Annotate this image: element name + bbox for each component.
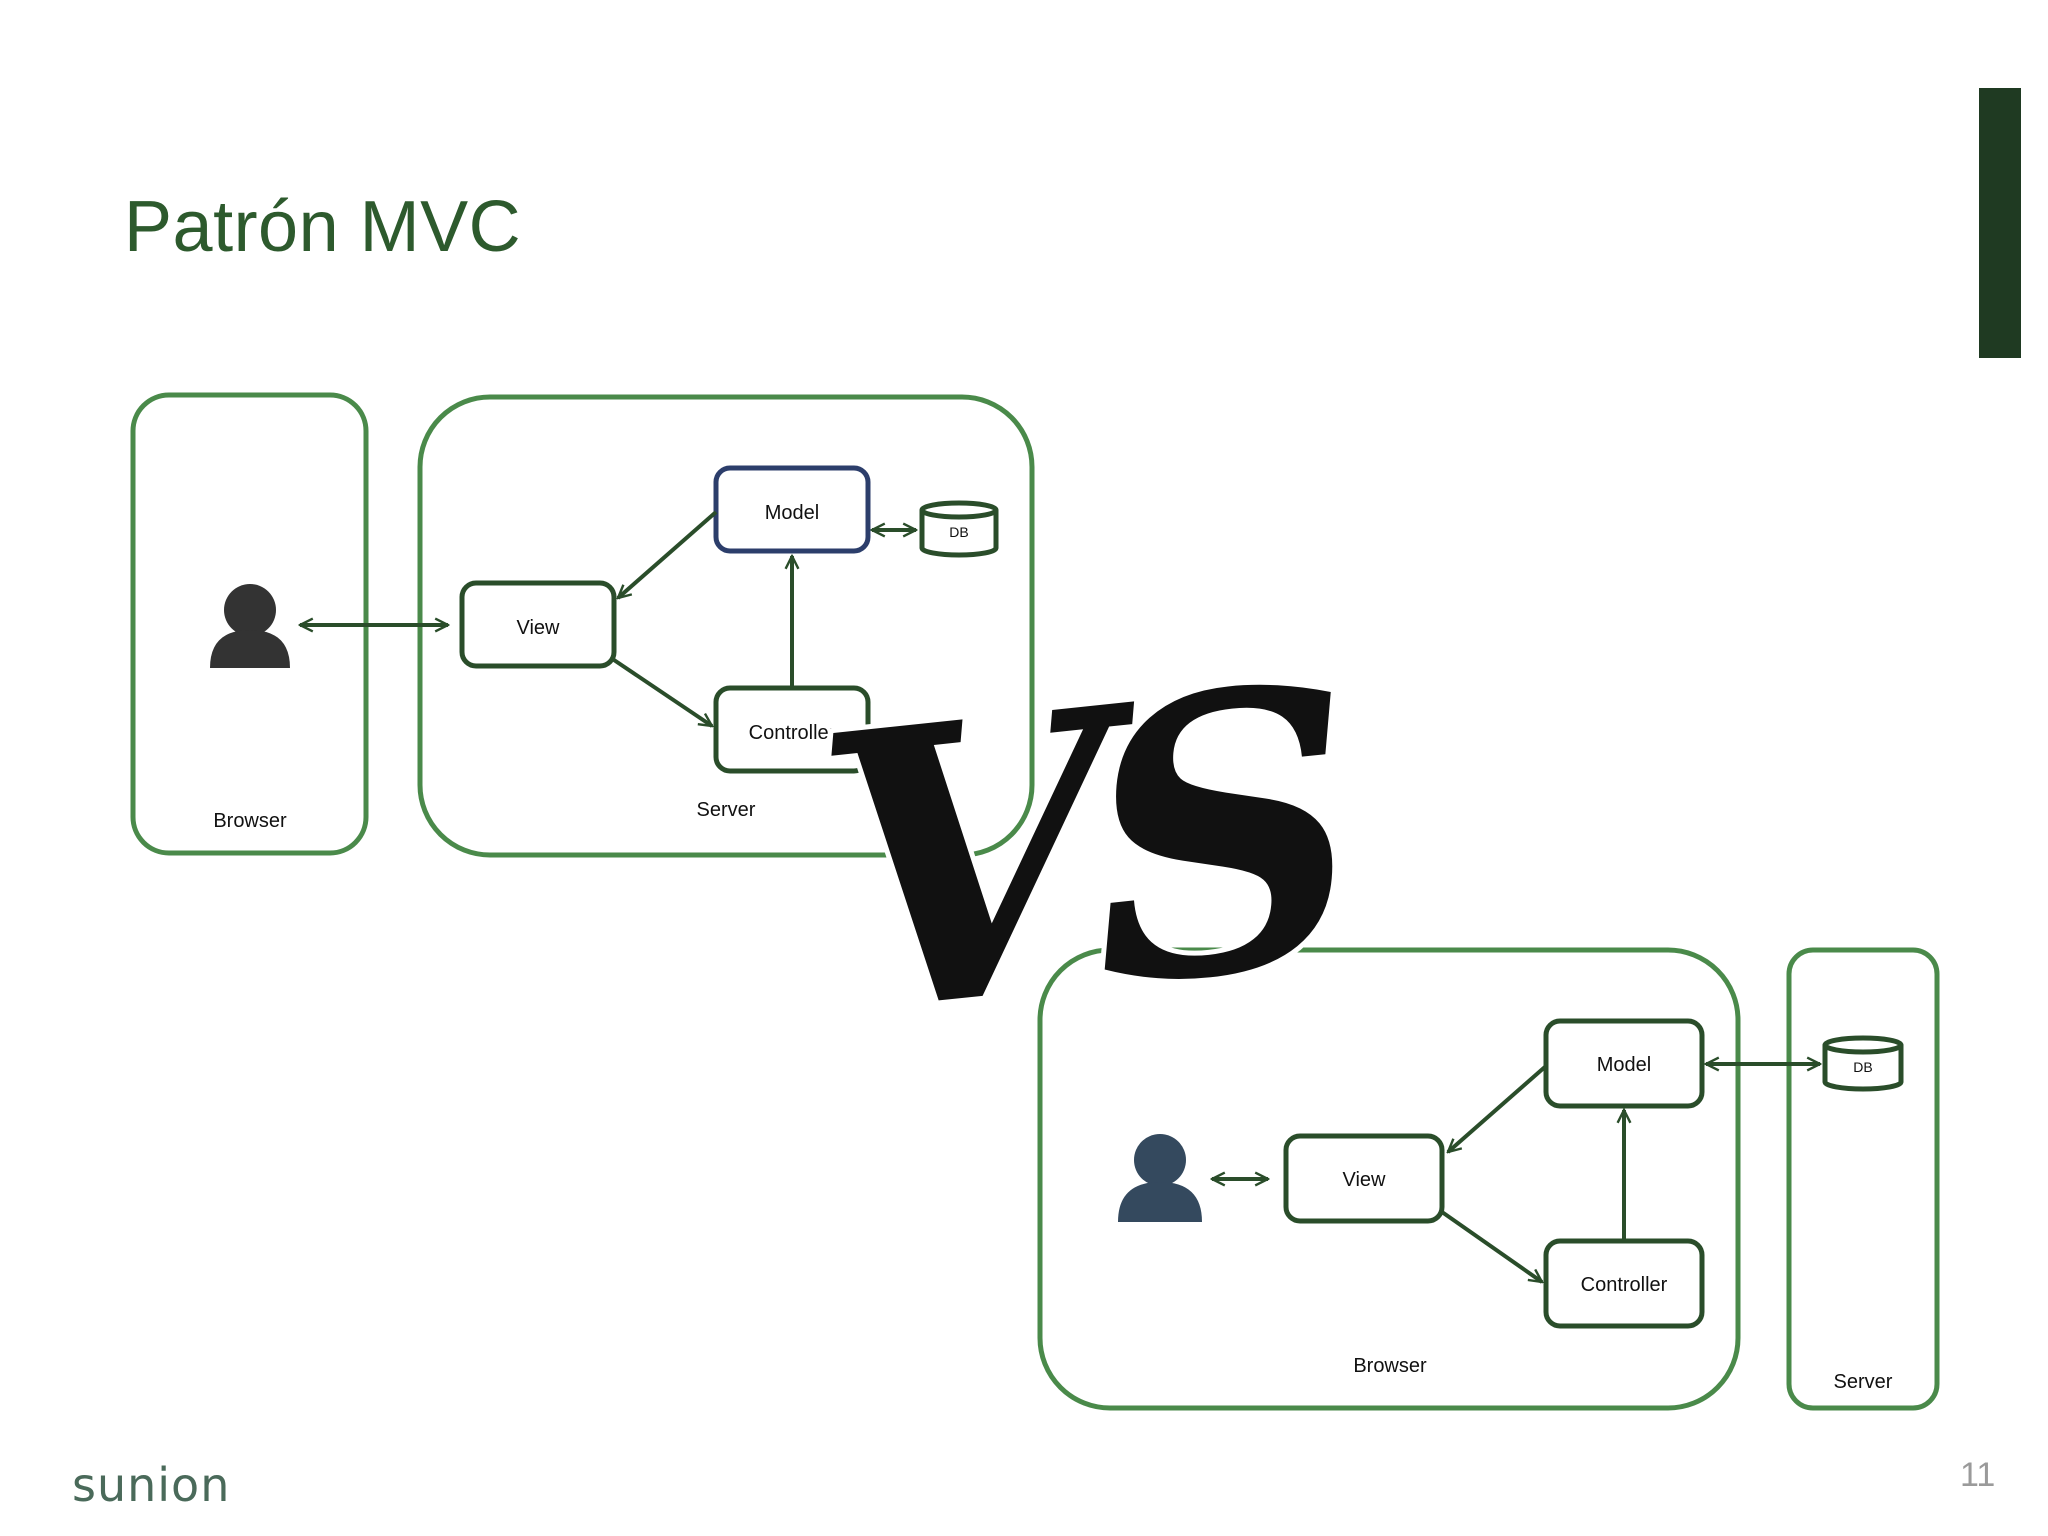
- controller-label: Controller: [1581, 1274, 1668, 1296]
- model-box: [1543, 1018, 1705, 1109]
- versus-text: VS: [800, 601, 1370, 1101]
- server-side-mvc: Model View Controller DB Browser Server: [130, 392, 1035, 858]
- view-box: [459, 580, 617, 669]
- server-label: Server: [697, 799, 756, 821]
- database-icon: [1822, 1035, 1904, 1092]
- controller-label: Controller: [749, 722, 836, 744]
- brand-logo: sunion: [72, 1458, 231, 1512]
- database-icon: [919, 500, 999, 558]
- browser-label: Browser: [213, 810, 287, 832]
- model-label: Model: [1597, 1054, 1651, 1076]
- browser-label: Browser: [1353, 1355, 1427, 1377]
- view-label: View: [1343, 1169, 1387, 1191]
- browser-container: [1037, 947, 1741, 1411]
- arrow-view-controller: [1440, 1210, 1542, 1284]
- versus-emblem: VS: [795, 596, 1375, 1106]
- client-side-mvc: Model View Controller DB Browser Server: [1037, 947, 1940, 1411]
- page-number: 11: [1960, 1456, 1996, 1494]
- arrow-view-controller: [612, 658, 712, 728]
- slide-title: Patrón MVC: [124, 187, 522, 267]
- model-box: [713, 465, 871, 554]
- user-icon: [1118, 1134, 1202, 1222]
- view-label: View: [517, 617, 561, 639]
- model-label: Model: [765, 502, 819, 524]
- view-box: [1283, 1133, 1445, 1224]
- accent-bar: [1979, 88, 2021, 358]
- db-label: DB: [1853, 1059, 1872, 1075]
- server-container: [1786, 947, 1940, 1411]
- arrow-model-view: [1448, 1064, 1548, 1152]
- arrow-model-view: [618, 510, 718, 598]
- user-icon: [210, 584, 290, 668]
- db-label: DB: [949, 524, 968, 540]
- server-label: Server: [1834, 1371, 1893, 1393]
